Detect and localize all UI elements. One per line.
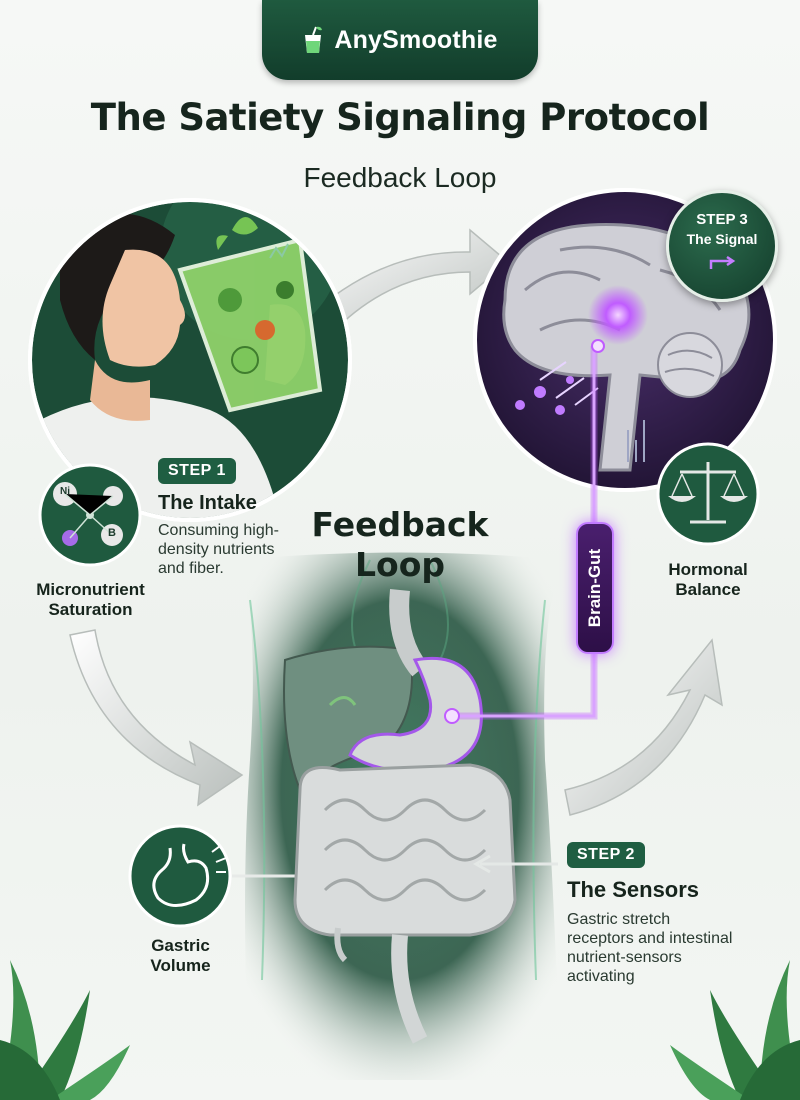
digestive-organs [283,589,517,1044]
brain-gut-signal-line [444,339,605,724]
smoothie-cup-icon [305,26,323,53]
brand-name: AnySmoothie [334,25,498,54]
page-title: The Satiety Signaling Protocol [90,96,710,139]
stomach-icon [128,824,330,928]
feedback-loop-label: Feedback Loop [300,505,500,585]
brain-gut-text: Brain-Gut [585,548,605,628]
gut-to-hormonal-arrow [564,638,723,816]
step3-badge-circle: STEP 3 The Signal [666,190,778,302]
plant-decoration-right [670,960,800,1100]
step2-description: Gastric stretch receptors and intestinal… [567,910,732,986]
step2-desc-line: activating [567,968,635,985]
step3-title: The Signal [686,231,758,247]
step3-badge: STEP 3 [696,211,748,228]
plant-decoration-left [0,960,130,1100]
label-line: Volume [150,956,211,975]
brand-badge: AnySmoothie [262,0,538,80]
page-subtitle: Feedback Loop [303,162,497,193]
brain-gut-label: Brain-Gut [576,522,614,654]
intake-to-gut-arrow [69,629,244,807]
gastric-volume-label: Gastric Volume [128,936,233,976]
label-line: Saturation [48,600,133,619]
step2-desc-line: nutrient-sensors [567,949,682,966]
scales-icon [656,442,760,546]
micronutrient-icon [38,463,142,567]
step1-title: The Intake [158,492,257,514]
hormonal-balance-label: Hormonal Balance [642,560,774,600]
micronutrient-saturation-label: Micronutrient Saturation [18,580,163,620]
label-line: Gastric [151,936,210,955]
step2-badge: STEP 2 [567,842,645,868]
label-line: Balance [675,580,741,599]
step1-desc-line: Consuming high- [158,522,279,539]
nutrient-letter-b: B [108,527,116,539]
signal-arrow-icon [709,255,736,269]
step1-desc-line: and fiber. [158,560,224,577]
step1-desc-line: density nutrients [158,541,275,558]
step1-description: Consuming high- density nutrients and fi… [158,521,279,578]
step2-desc-line: receptors and intestinal [567,930,733,947]
center-label-line: Loop [355,545,445,584]
step2-desc-line: Gastric stretch [567,911,671,928]
nutrient-letter-ni: Ni [60,486,70,497]
label-line: Hormonal [668,560,748,579]
label-line: Micronutrient [36,580,145,599]
step2-title: The Sensors [567,877,700,902]
center-label-line: Feedback [311,505,489,544]
step1-badge: STEP 1 [158,458,236,484]
sensors-pointer-arrowhead [472,854,491,874]
